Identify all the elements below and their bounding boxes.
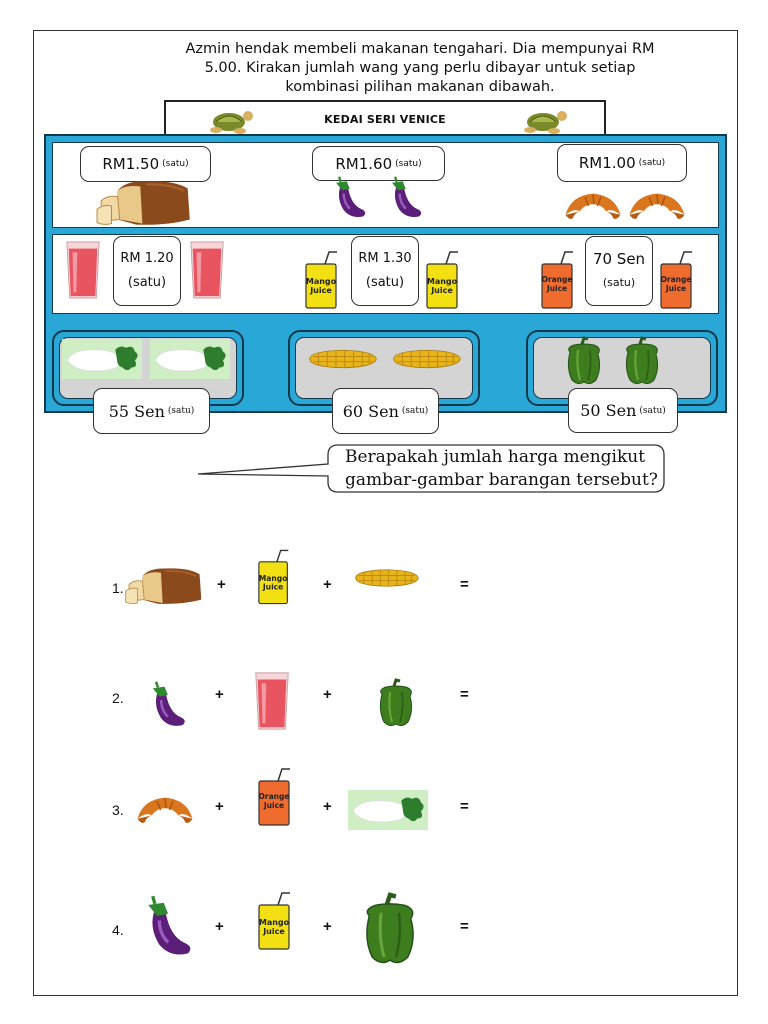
worksheet-frame — [33, 30, 738, 996]
unit-eggplant: (satu) — [395, 158, 422, 169]
shop-title: KEDAI SERI VENICE — [324, 113, 446, 126]
price-orange-juice: 70 Sen — [592, 250, 646, 268]
price-pink-drink: RM 1.20 — [120, 251, 174, 266]
price-tag-pepper: 50 Sen(satu) — [568, 388, 678, 433]
unit-mango-juice: (satu) — [365, 275, 405, 290]
pepper-icon — [360, 892, 420, 966]
price-tag-pink-drink: RM 1.20 (satu) — [113, 236, 181, 306]
eggplant-icon — [134, 894, 200, 960]
croissant-icon — [626, 188, 688, 224]
pepper-icon — [376, 678, 416, 728]
radish-icon — [348, 788, 428, 832]
bread-icon — [124, 566, 208, 608]
price-radish: 55 Sen — [108, 401, 165, 421]
mango-juice-icon — [256, 548, 294, 606]
tray-corn — [288, 330, 480, 406]
price-mango-juice: RM 1.30 — [358, 251, 412, 266]
radish-icon — [150, 337, 230, 381]
plus-sign: + — [323, 798, 332, 815]
price-bread: RM1.50 — [102, 155, 160, 173]
question-1-number: 1. — [112, 580, 124, 596]
unit-corn: (satu) — [401, 406, 429, 416]
orange-juice-icon — [256, 766, 296, 828]
unit-orange-juice: (satu) — [602, 276, 636, 289]
plus-sign: + — [323, 576, 332, 593]
mango-juice-icon — [424, 250, 464, 310]
plus-sign: + — [323, 686, 332, 703]
question-3-number: 3. — [112, 802, 124, 818]
plus-sign: + — [215, 798, 224, 815]
corn-icon — [308, 345, 378, 373]
intro-line-3: kombinasi pilihan makanan dibawah. — [285, 79, 555, 95]
eggplant-icon — [330, 174, 368, 222]
corn-icon — [354, 564, 420, 592]
intro-line-2: 5.00. Kirakan jumlah wang yang perlu dib… — [204, 60, 636, 76]
price-croissant: RM1.00 — [578, 154, 636, 172]
pink-drink-icon — [64, 238, 102, 302]
bubble-line-1: Berapakah jumlah harga mengikut — [345, 447, 646, 467]
radish-icon — [62, 337, 142, 381]
equals-sign: = — [460, 798, 469, 815]
unit-croissant: (satu) — [638, 158, 666, 168]
unit-pink-drink: (satu) — [127, 275, 167, 290]
price-tag-croissant: RM1.00(satu) — [557, 144, 687, 182]
price-corn: 60 Sen — [342, 401, 399, 421]
price-eggplant: RM1.60 — [335, 154, 393, 173]
bubble-line-2: gambar-gambar barangan tersebut? — [345, 470, 658, 490]
question-2-number: 2. — [112, 690, 124, 706]
unit-radish: (satu) — [167, 406, 195, 416]
pepper-icon — [622, 336, 662, 386]
intro-line-1: Azmin hendak membeli makanan tengahari. … — [185, 41, 655, 57]
price-tag-eggplant: RM1.60(satu) — [312, 146, 445, 181]
plus-sign: + — [217, 576, 226, 593]
price-tag-radish: 55 Sen(satu) — [93, 388, 210, 434]
orange-juice-icon — [658, 250, 698, 310]
unit-pepper: (satu) — [639, 405, 666, 416]
price-pepper: 50 Sen — [580, 401, 637, 420]
pepper-icon — [564, 336, 604, 386]
corn-icon — [392, 345, 462, 373]
plus-sign: + — [215, 918, 224, 935]
mango-juice-icon — [303, 250, 343, 310]
pink-drink-icon — [252, 670, 292, 732]
speech-bubble — [197, 444, 665, 493]
croissant-icon — [134, 790, 196, 830]
intro-text: Azmin hendak membeli makanan tengahari. … — [170, 40, 670, 97]
orange-juice-icon — [539, 250, 579, 310]
pink-drink-icon — [188, 238, 226, 302]
plus-sign: + — [215, 686, 224, 703]
unit-bread: (satu) — [162, 159, 189, 169]
equals-sign: = — [460, 918, 469, 935]
croissant-icon — [562, 188, 624, 224]
price-tag-bread: RM1.50(satu) — [80, 146, 211, 182]
eggplant-icon — [144, 680, 190, 730]
price-tag-mango-juice: RM 1.30 (satu) — [351, 236, 419, 306]
bread-icon — [95, 178, 198, 230]
equals-sign: = — [460, 686, 469, 703]
price-tag-orange-juice: 70 Sen (satu) — [585, 236, 653, 306]
question-4-number: 4. — [112, 922, 124, 938]
price-tag-corn: 60 Sen(satu) — [332, 388, 439, 434]
equals-sign: = — [460, 576, 469, 593]
eggplant-icon — [386, 174, 424, 222]
mango-juice-icon — [256, 890, 296, 952]
plus-sign: + — [323, 918, 332, 935]
